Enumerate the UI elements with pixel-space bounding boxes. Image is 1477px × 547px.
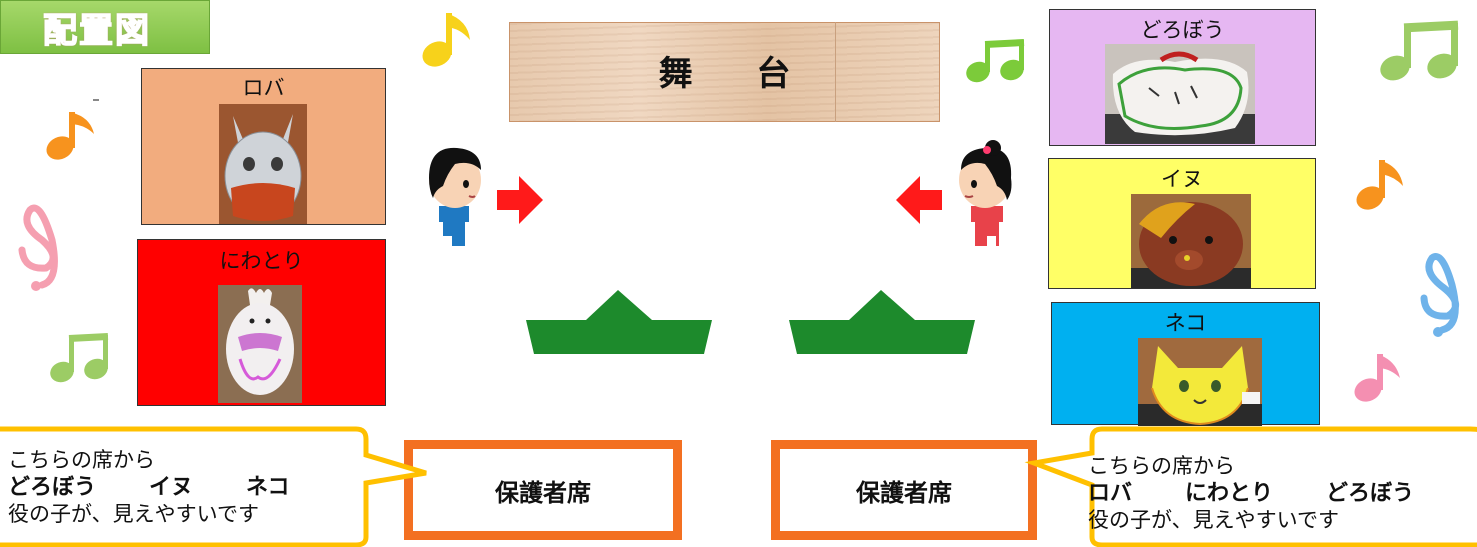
parent-seat-left: 保護者席	[404, 440, 682, 540]
callout-left-line1: こちらの席から	[8, 448, 155, 472]
callout-right: こちらの席から ロバ にわとり どろぼう 役の子が、見えやすいです	[1088, 453, 1468, 534]
arrow-right-icon	[497, 176, 543, 224]
callout-left-line3: 役の子が、見えやすいです	[8, 502, 259, 526]
page-title: 配置図	[42, 10, 151, 52]
animal-name-niwatori: にわとり	[219, 249, 304, 273]
animal-name-roba: ロバ	[242, 76, 285, 100]
seat-label: 保護者席	[495, 478, 591, 507]
seat-label: 保護者席	[856, 478, 952, 507]
animal-name-dorobou: どろぼう	[1140, 18, 1225, 42]
animal-name-inu: イヌ	[1161, 167, 1203, 191]
platform-left	[526, 290, 712, 354]
music-note-icon	[1380, 20, 1459, 81]
callout-left-line2: どろぼう イヌ ネコ	[8, 475, 290, 500]
photo-neko	[1138, 338, 1262, 426]
boy-icon	[429, 147, 481, 246]
stage-label: 舞 台	[658, 54, 817, 94]
callout-right-line3: 役の子が、見えやすいです	[1088, 508, 1339, 532]
animal-name-neko: ネコ	[1164, 311, 1207, 335]
music-note-icon	[46, 112, 94, 160]
music-note-icon	[50, 332, 109, 383]
animal-box-neko: ネコ	[1051, 302, 1320, 426]
platform-right	[789, 290, 975, 354]
treble-clef-icon	[18, 204, 58, 291]
photo-dorobou	[1105, 44, 1255, 144]
treble-clef-icon	[1420, 253, 1459, 337]
callout-left: こちらの席から どろぼう イヌ ネコ 役の子が、見えやすいです	[8, 447, 360, 528]
animal-box-dorobou: どろぼう	[1049, 9, 1316, 146]
parent-seat-right: 保護者席	[771, 440, 1037, 540]
photo-roba	[219, 104, 307, 224]
animal-box-inu: イヌ	[1048, 158, 1316, 289]
music-note-icon	[1356, 160, 1403, 210]
music-note-icon	[1354, 354, 1400, 402]
photo-inu	[1131, 194, 1251, 288]
animal-box-roba: ロバ	[141, 68, 386, 225]
callout-right-line1: こちらの席から	[1088, 454, 1235, 478]
arrow-left-icon	[896, 176, 942, 224]
stage	[509, 22, 940, 122]
music-note-icon	[422, 13, 470, 67]
callout-right-line2: ロバ にわとり どろぼう	[1088, 481, 1414, 506]
music-note-icon	[966, 38, 1025, 83]
animal-box-niwatori: にわとり	[137, 239, 386, 406]
stage-seam	[835, 22, 836, 122]
photo-niwatori	[218, 285, 302, 403]
title-tab: 配置図	[0, 0, 210, 54]
callout-right-bubble	[1024, 426, 1477, 547]
girl-icon	[959, 140, 1012, 246]
callout-left-bubble	[0, 426, 427, 547]
